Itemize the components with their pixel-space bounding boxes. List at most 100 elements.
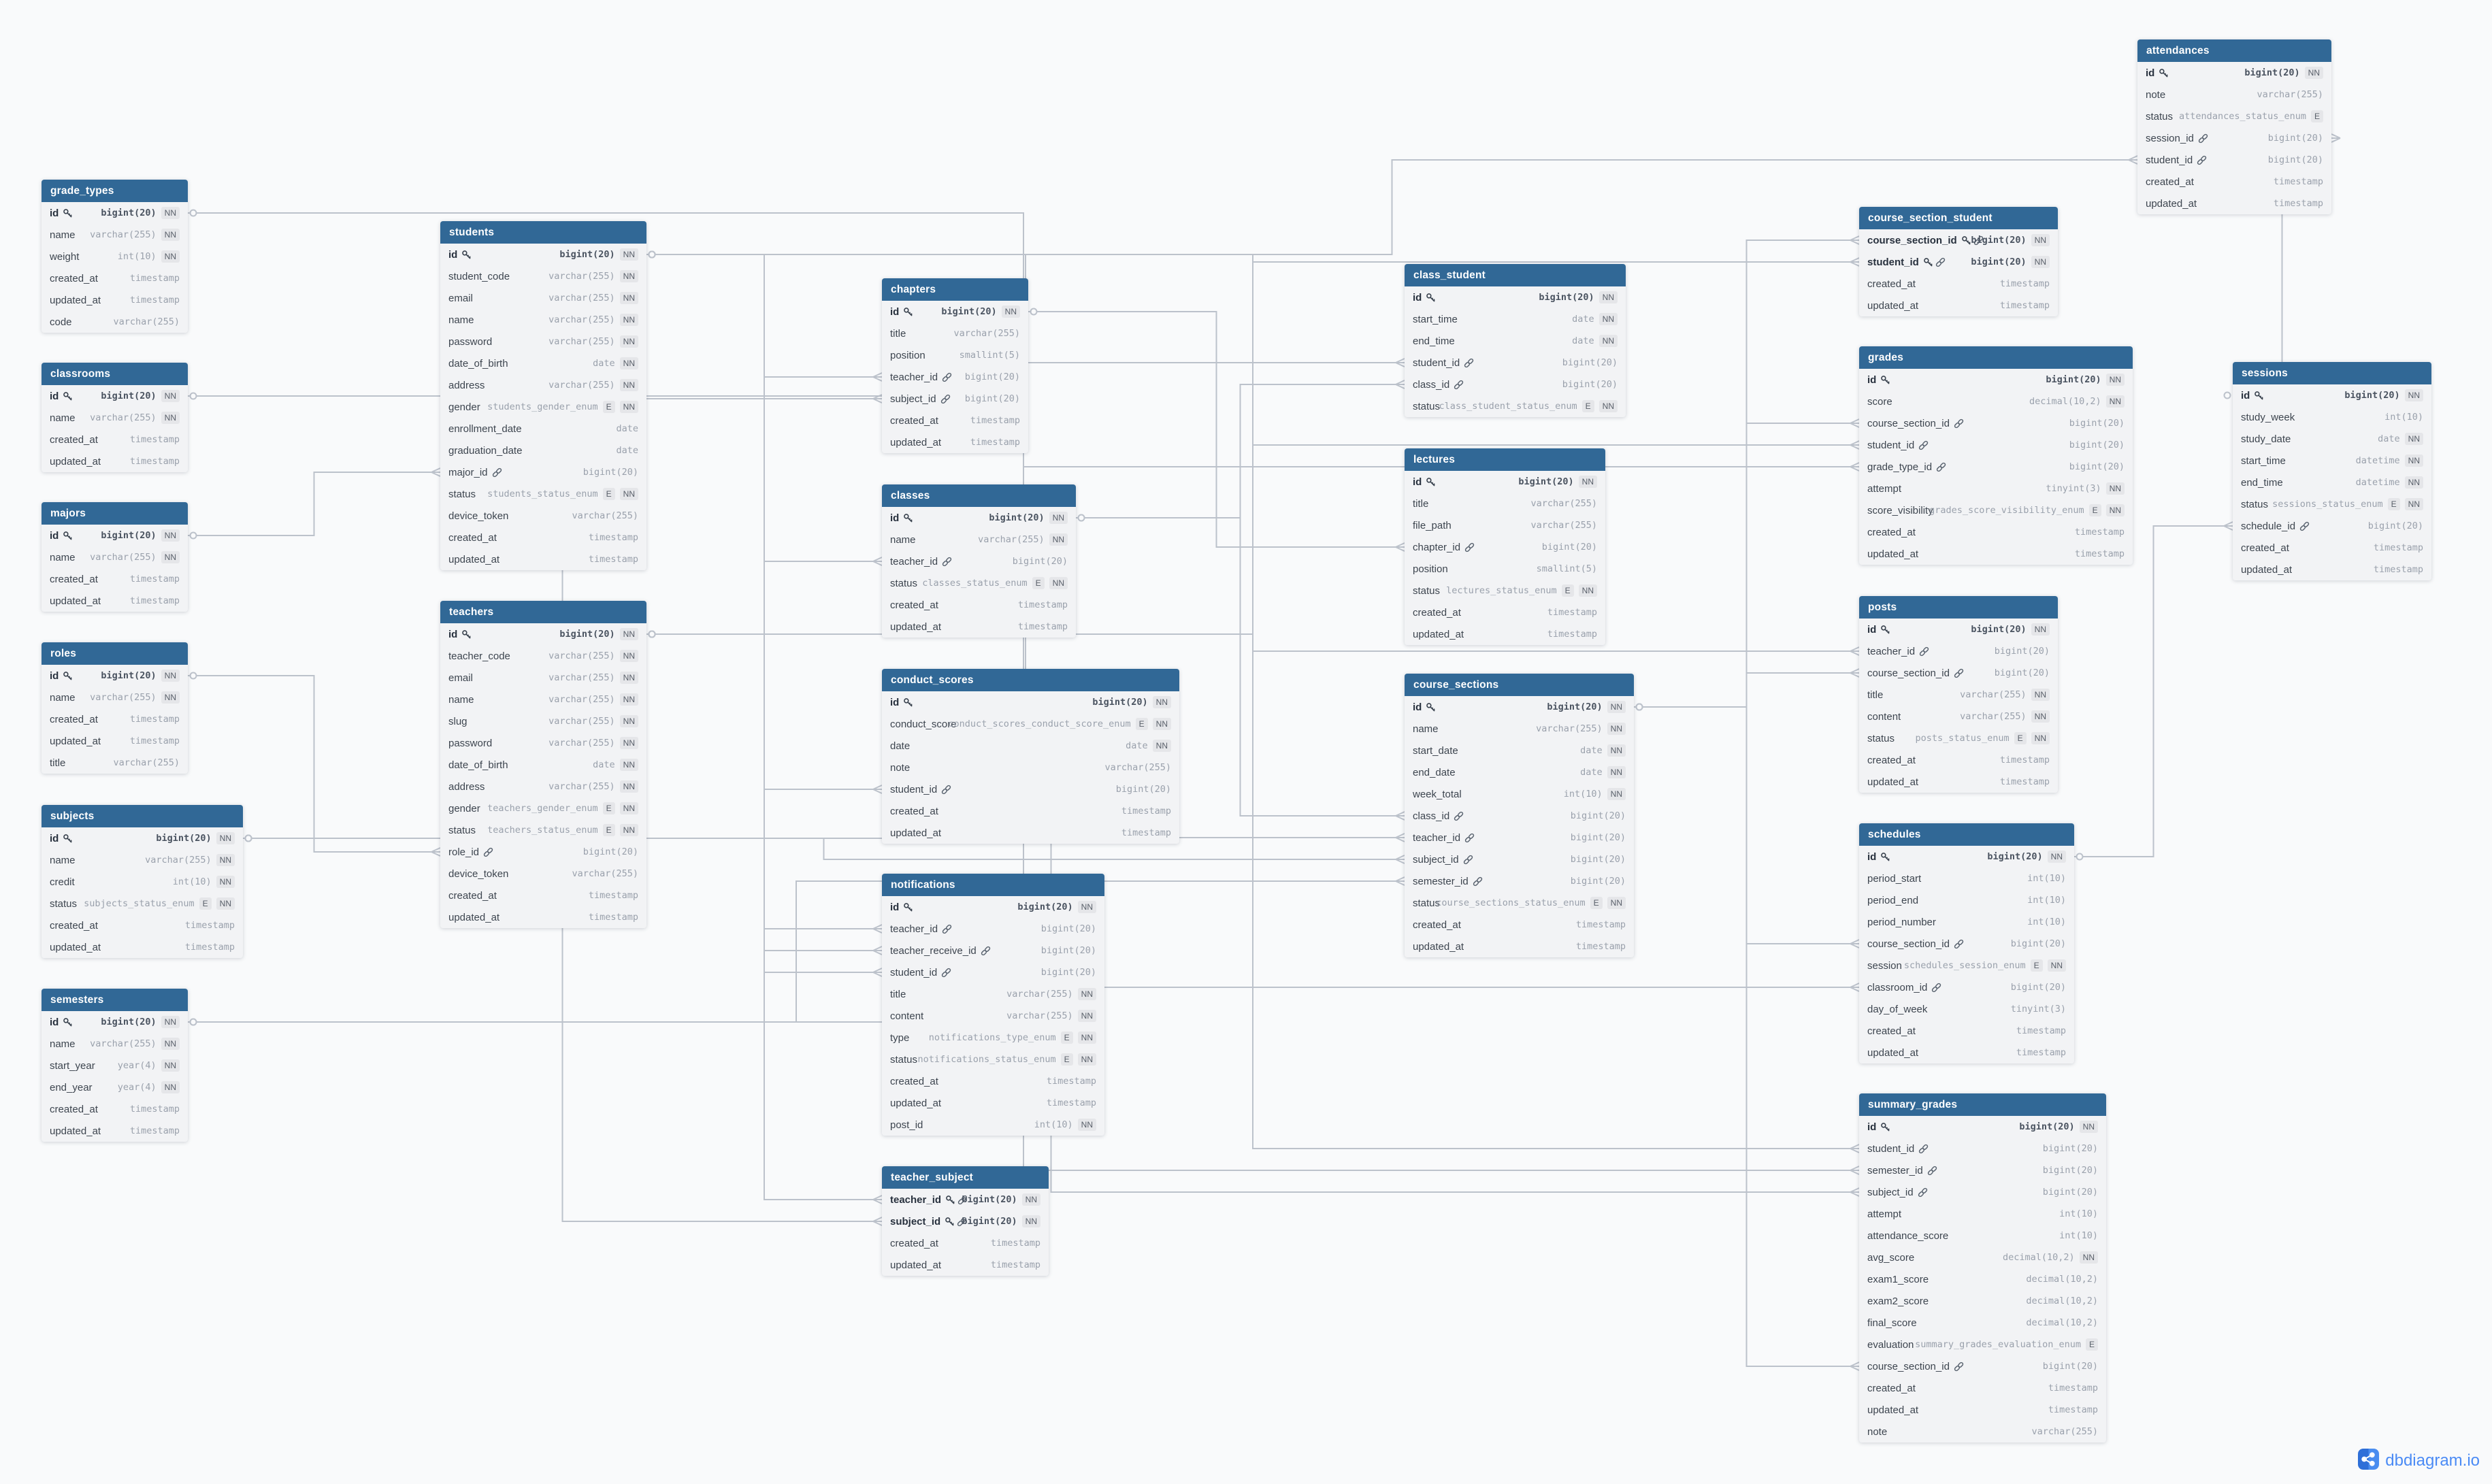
table-title[interactable]: roles [42, 642, 188, 665]
relationship-line[interactable] [1634, 668, 1860, 711]
relationship-line[interactable] [1028, 308, 1405, 552]
relationship-line[interactable] [1634, 418, 1860, 711]
table-title[interactable]: schedules [1859, 823, 2074, 846]
table-title[interactable]: course_sections [1405, 674, 1634, 696]
table-title[interactable]: conduct_scores [882, 669, 1179, 691]
relationship-line[interactable] [188, 876, 1405, 1026]
table-title[interactable]: grades [1859, 346, 2133, 369]
table-title[interactable]: sessions [2233, 362, 2431, 384]
table-title[interactable]: lectures [1405, 448, 1605, 471]
relationship-line[interactable] [188, 672, 441, 857]
